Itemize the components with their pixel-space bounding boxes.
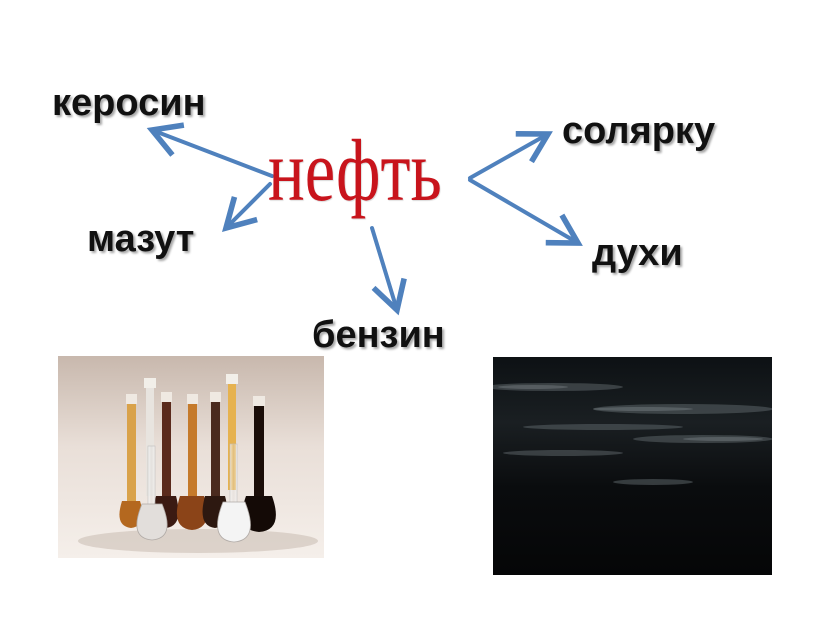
arrow-to-kerosene: [146, 122, 274, 178]
center-word-oil: нефть: [268, 123, 442, 220]
flasks-photo: [58, 356, 324, 558]
label-diesel: солярку: [562, 110, 716, 152]
crude-oil-photo: [493, 357, 772, 575]
label-kerosene: керосин: [52, 82, 206, 124]
label-gasoline: бензин: [312, 314, 445, 356]
arrow-to-gasoline: [370, 226, 407, 316]
arrow-to-fuel-oil: [222, 182, 272, 232]
label-fuel-oil: мазут: [87, 218, 195, 260]
arrow-to-perfume: [468, 178, 583, 246]
label-perfume: духи: [592, 232, 683, 274]
arrow-to-diesel: [468, 131, 553, 180]
